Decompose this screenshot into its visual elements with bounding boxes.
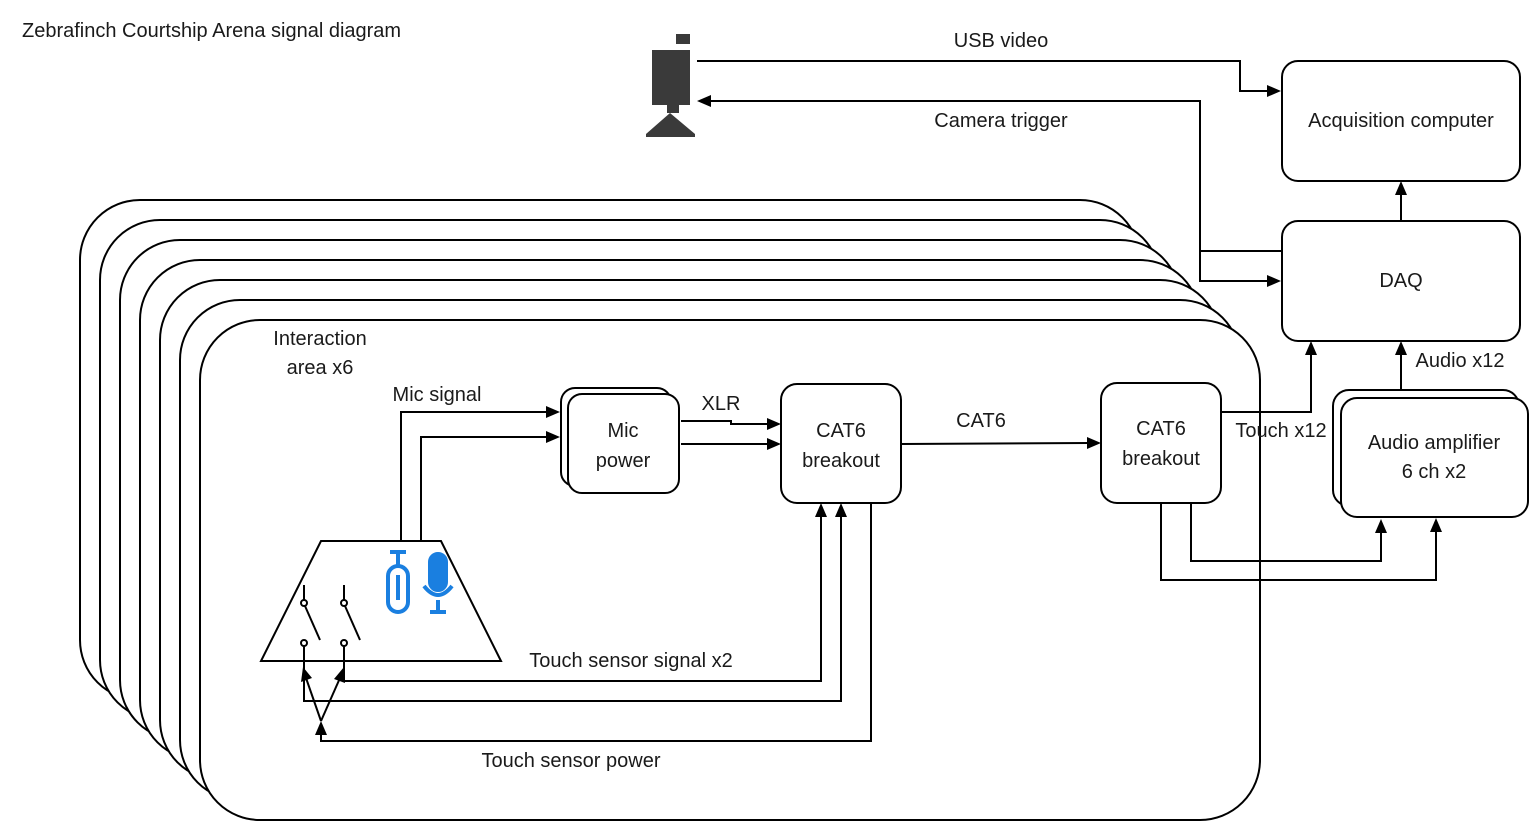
- audio-x12-label: Audio x12: [1416, 350, 1505, 372]
- touch-power-branch-arrowhead-2: [334, 667, 345, 683]
- touch-x12-wire: [1221, 353, 1312, 413]
- mic-signal-arrowhead-1: [546, 406, 560, 418]
- audio-amplifier-label-line1: Audio amplifier: [1368, 432, 1501, 454]
- interaction-area-stack: [79, 199, 1261, 821]
- touch-x12-arrowhead: [1305, 341, 1317, 355]
- mic-power-label-line1: Mic: [607, 420, 638, 442]
- microphone-icon: [422, 552, 454, 614]
- camera-trigger-wire: [708, 100, 1282, 252]
- cat6-breakout-1-box: [780, 383, 902, 504]
- camera-trigger-arrowhead: [697, 95, 711, 107]
- daq-to-acquisition-arrowhead: [1395, 181, 1407, 195]
- microphone-icon: [386, 550, 410, 614]
- audio-x12-arrowhead: [1395, 341, 1407, 355]
- camera-trigger-label: Camera trigger: [934, 110, 1068, 132]
- interaction-area-label-line2: area x6: [287, 357, 354, 379]
- cat6-label: CAT6: [956, 410, 1006, 432]
- cat6-breakout-1-label-line2: breakout: [802, 450, 880, 472]
- cat6-wire: [900, 442, 1090, 445]
- acquisition-computer-label: Acquisition computer: [1308, 110, 1494, 132]
- mic-power-label-line2: power: [596, 450, 651, 472]
- audio-amplifier-label-line2: 6 ch x2: [1402, 461, 1466, 483]
- cat6-breakout-2-label-line1: CAT6: [1136, 418, 1186, 440]
- daq-input-arrowhead: [1267, 275, 1281, 287]
- touch-power-wire: [320, 503, 872, 742]
- mic-signal-label: Mic signal: [393, 384, 482, 406]
- camera-icon: [646, 34, 695, 137]
- daq-label: DAQ: [1379, 270, 1422, 292]
- mic-signal-wire-2: [420, 436, 548, 541]
- audio-amplifier-box: [1340, 397, 1529, 518]
- touch-x12-label: Touch x12: [1235, 420, 1326, 442]
- touch-sensor-signal-label: Touch sensor signal x2: [529, 650, 732, 672]
- usb-video-arrowhead: [1267, 85, 1281, 97]
- usb-video-label: USB video: [954, 30, 1049, 52]
- touch-switch-icon: [300, 585, 361, 660]
- interaction-area-label-line1: Interaction: [273, 328, 366, 350]
- cat6-breakout-2-label-line2: breakout: [1122, 448, 1200, 470]
- mic-power-box: [567, 393, 680, 494]
- breakout-to-amp-wire-2: [1160, 503, 1437, 581]
- touch-power-arrowhead: [315, 721, 327, 735]
- mic-signal-wire-1: [400, 411, 548, 541]
- cat6-arrowhead: [1087, 437, 1101, 449]
- cat6-breakout-2-box: [1100, 382, 1222, 504]
- xlr-label: XLR: [702, 393, 741, 415]
- xlr-arrowhead-2: [767, 438, 781, 450]
- connections: [301, 60, 1442, 742]
- touch-power-branch-arrowhead-1: [301, 667, 312, 682]
- touch-power-branch-2: [320, 677, 341, 722]
- cat6-breakout-1-label-line1: CAT6: [816, 420, 866, 442]
- xlr-wire-1: [681, 420, 769, 425]
- usb-video-wire: [697, 60, 1270, 92]
- touch-sensor-power-label: Touch sensor power: [482, 750, 661, 772]
- breakout-to-amp-wire-1: [1190, 503, 1382, 562]
- daq-input-wire: [1199, 251, 1270, 282]
- touch-signal-arrowhead-2: [835, 503, 847, 517]
- mic-signal-arrowhead-2: [546, 431, 560, 443]
- diagram-title: Zebrafinch Courtship Arena signal diagra…: [22, 20, 401, 42]
- interaction-area-front: [199, 319, 1261, 821]
- touch-power-branch-1: [305, 677, 322, 722]
- xlr-arrowhead-1: [767, 418, 781, 430]
- breakout-to-amp-arrowhead-1: [1375, 519, 1387, 533]
- breakout-to-amp-arrowhead-2: [1430, 518, 1442, 532]
- touch-signal-arrowhead-1: [815, 503, 827, 517]
